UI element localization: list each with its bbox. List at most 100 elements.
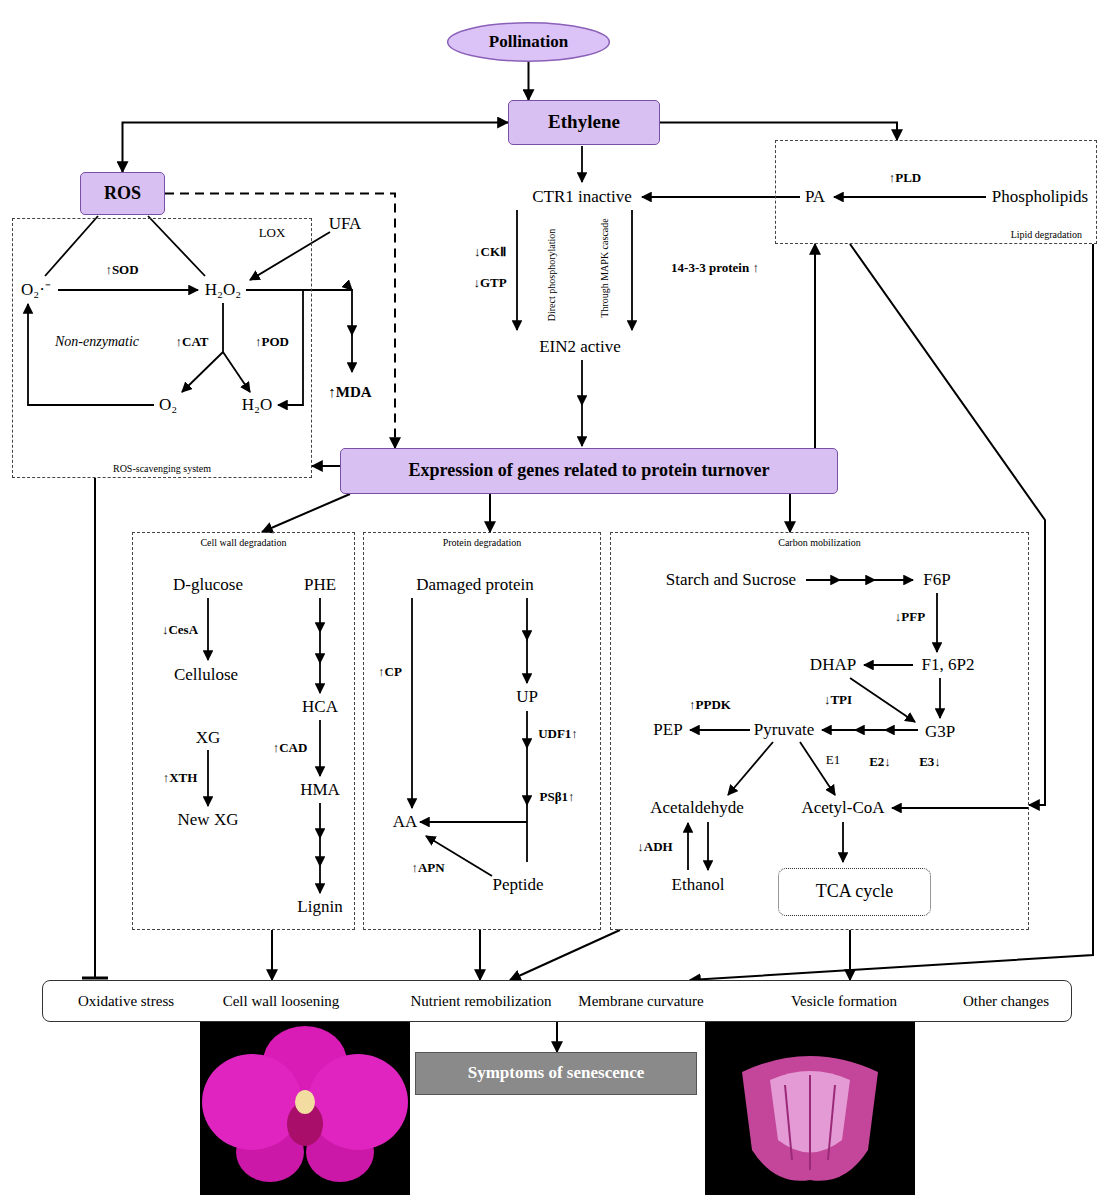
hormone-box: Ethylene bbox=[508, 100, 660, 145]
process-box: Expression of genes related to protein t… bbox=[340, 448, 838, 494]
pathway-arrow bbox=[223, 352, 250, 392]
outcome-text: Other changes bbox=[963, 993, 1049, 1010]
region-title: Carbon mobilization bbox=[778, 537, 861, 548]
pathway-line bbox=[222, 303, 224, 352]
pathway-arrow bbox=[58, 289, 198, 291]
connector bbox=[479, 930, 481, 980]
wilted-flower-photo bbox=[705, 1022, 915, 1195]
connector bbox=[271, 930, 273, 980]
pathway-label: E3↓ bbox=[919, 755, 941, 769]
ros-box: ROS bbox=[80, 172, 165, 215]
pathway-label: O₂ bbox=[159, 396, 177, 415]
pathway-label: G3P bbox=[925, 723, 955, 742]
pathway-arrow bbox=[822, 729, 918, 731]
fresh-flower-photo bbox=[200, 1022, 410, 1195]
pathway-arrow bbox=[303, 290, 352, 372]
pathway-label: PSβ1↑ bbox=[539, 790, 574, 804]
pathway-arrow bbox=[806, 579, 913, 581]
pathway-label: Pyruvate bbox=[754, 721, 814, 740]
rotated-label: Direct phosphorylation bbox=[546, 229, 557, 321]
node-text: Expression of genes related to protein t… bbox=[409, 461, 770, 481]
pathway-label: HMA bbox=[300, 781, 340, 800]
pathway-label: PEP bbox=[653, 721, 682, 740]
pathway-label: ↓ADH bbox=[637, 840, 672, 854]
pathway-label: E1 bbox=[826, 753, 840, 767]
pathway-label: New XG bbox=[178, 811, 239, 830]
pathway-label: ↑XTH bbox=[163, 771, 198, 785]
pathway-arrow bbox=[864, 664, 913, 666]
pathway-label: PA bbox=[805, 188, 825, 207]
pathway-label: Acetaldehyde bbox=[650, 799, 743, 818]
node-text: Symptoms of senescence bbox=[468, 1064, 645, 1083]
pathway-label: ↑SOD bbox=[105, 263, 138, 277]
pathway-label: UFA bbox=[329, 215, 362, 234]
pathway-label: ↓GTP bbox=[473, 276, 506, 290]
node-text: Ethylene bbox=[548, 112, 620, 133]
pathway-label: UDF1↑ bbox=[538, 727, 578, 741]
pathway-arrow bbox=[516, 210, 518, 330]
pathway-arrow bbox=[687, 823, 689, 870]
connector bbox=[123, 123, 509, 173]
photo-ground bbox=[705, 1022, 915, 1195]
pathway-label: ↓PFP bbox=[895, 610, 925, 624]
region-title: Protein degradation bbox=[443, 537, 522, 548]
pathway-label: CTR1 inactive bbox=[532, 188, 632, 207]
connector bbox=[814, 244, 816, 448]
photo-ground bbox=[200, 1022, 410, 1195]
flower-petal bbox=[202, 1054, 302, 1150]
outcome-text: Nutrient remobilization bbox=[410, 993, 551, 1010]
pathway-label: ↓CKⅡ bbox=[474, 245, 506, 259]
pathway-arrow bbox=[842, 822, 844, 862]
pathway-arrow bbox=[207, 598, 209, 660]
connector bbox=[510, 930, 620, 980]
pathway-label: Non-enzymatic bbox=[55, 334, 139, 349]
pathway-arrow bbox=[707, 822, 709, 870]
pathway-label: Damaged protein bbox=[416, 576, 534, 595]
pathway-arrow bbox=[728, 742, 773, 795]
connector bbox=[262, 494, 350, 532]
pathway-label: UP bbox=[516, 688, 538, 707]
pathway-label: XG bbox=[196, 729, 221, 748]
pathway-arrow bbox=[581, 146, 583, 182]
pathway-label: D-glucose bbox=[173, 576, 243, 595]
cycle-box: TCA cycle bbox=[778, 868, 931, 916]
pathway-label: LOX bbox=[259, 226, 286, 240]
flower-column bbox=[295, 1090, 315, 1114]
region-title: ROS-scavenging system bbox=[113, 463, 211, 474]
connector bbox=[849, 930, 851, 980]
pathway-label: ↓TPI bbox=[824, 693, 852, 707]
pathway-arrow bbox=[892, 807, 1029, 809]
pathway-arrow bbox=[526, 711, 528, 862]
connector bbox=[789, 494, 791, 532]
pathway-arrow bbox=[319, 803, 321, 893]
pathway-arrow bbox=[420, 821, 527, 823]
pathway-arrow bbox=[834, 196, 986, 198]
pathway-label: ↑CP bbox=[378, 665, 402, 679]
pathway-arrow bbox=[631, 210, 633, 330]
pathway-arrow bbox=[207, 750, 209, 806]
outcome-box: Oxidative stressCell wall looseningNutri… bbox=[42, 980, 1072, 1022]
pathway-arrow bbox=[936, 593, 938, 652]
pathway-label: O₂·⁻ bbox=[21, 281, 51, 300]
pathway-arrow bbox=[319, 598, 321, 693]
connector bbox=[528, 62, 530, 100]
pathway-label: Cellulose bbox=[174, 666, 238, 685]
wilted-petals bbox=[742, 1056, 878, 1181]
pathway-label: Phospholipids bbox=[992, 188, 1088, 207]
pathway-label: Lignin bbox=[297, 898, 342, 917]
pathway-line bbox=[148, 216, 205, 276]
pathway-arrow bbox=[939, 678, 941, 718]
connector bbox=[165, 194, 395, 449]
pathway-arrow bbox=[319, 720, 321, 776]
outcome-text: Cell wall loosening bbox=[223, 993, 340, 1010]
pathway-label: ↑PPDK bbox=[689, 698, 731, 712]
flower-petal bbox=[308, 1054, 408, 1150]
pathway-label: ↑PLD bbox=[889, 171, 922, 185]
pathway-label: H₂O₂ bbox=[205, 281, 241, 300]
pathway-label: ↓CesA bbox=[162, 623, 198, 637]
pathway-label: DHAP bbox=[810, 656, 856, 675]
region-title: Cell wall degradation bbox=[200, 537, 286, 548]
pathway-arrow bbox=[182, 352, 223, 392]
pathway-arrow bbox=[411, 598, 413, 808]
